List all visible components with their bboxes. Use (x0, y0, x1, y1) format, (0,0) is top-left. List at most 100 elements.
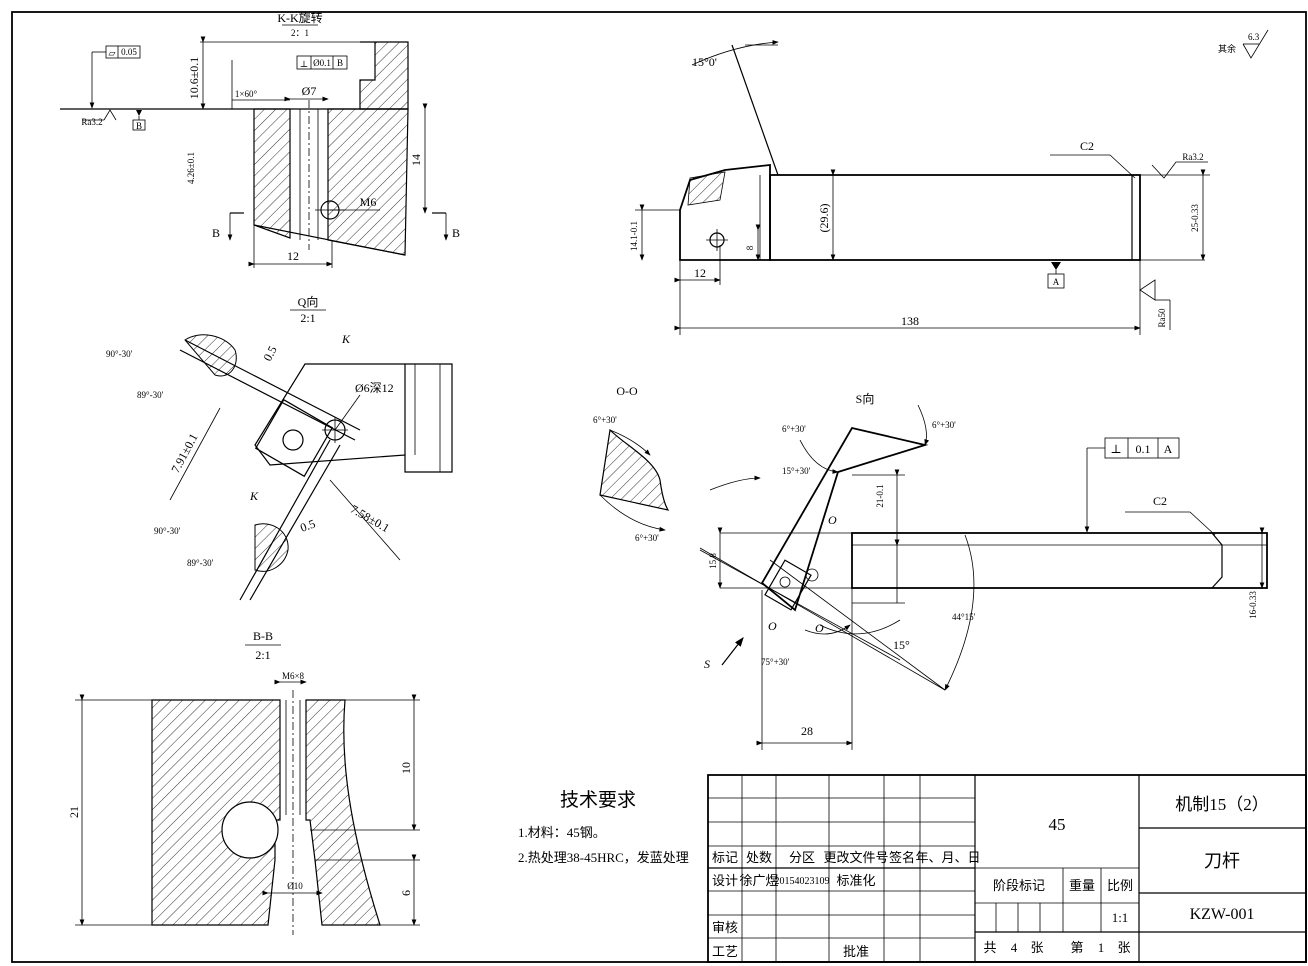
kk-dim-chamfer: 1×60° (235, 89, 258, 99)
front-dim-29: (29.6) (817, 204, 831, 233)
q-angle-4: 89°-30' (187, 558, 214, 568)
q-angle-3: 90°-30' (154, 526, 181, 536)
kk-flatness-value: 0.05 (121, 47, 137, 57)
s-fcf-datum: A (1164, 442, 1173, 456)
bb-title: B-B (253, 629, 273, 643)
kk-dim-12: 12 (287, 249, 299, 263)
tb-scale-value: 1:1 (1112, 910, 1129, 925)
s-dim-21: 21-0.1 (875, 484, 885, 507)
kk-view: K-K旋转 2：1 10.6±0.1 Ø7 1×60° 14 M6 12 4.2… (60, 10, 460, 268)
front-datum-a: A (1053, 277, 1060, 287)
kk-flatness-icon: ▱ (109, 48, 116, 58)
tb-material: 45 (1049, 815, 1066, 834)
q-angle-2: 89°-30' (137, 390, 164, 400)
s-angle-15-top: 15°+30' (782, 466, 811, 476)
bb-dim-m6: M6×8 (282, 671, 305, 681)
kk-perp-value: Ø0.1 (313, 58, 331, 68)
tb-stage-label: 阶段标记 (993, 878, 1045, 893)
front-view: 15°0' C2 Ra3.2 (29.6) 25-0.33 14.1-0.1 1… (629, 39, 1210, 335)
q-angle-1: 90°-30' (106, 349, 133, 359)
tb-header-date: 年、月、日 (915, 850, 980, 865)
sheet-border (11, 11, 1307, 963)
kk-section-b-right: B (452, 226, 460, 240)
q-scale: 2:1 (300, 311, 315, 325)
s-view: S向 6°+30' 6°+30' 15°+30' 44°15' 15° 75°+… (699, 391, 1268, 750)
q-dim-758: 7.58±0.1 (348, 502, 392, 535)
tb-this-count: 1 (1098, 940, 1105, 955)
kk-perp-datum: B (337, 58, 343, 68)
tb-this-suffix: 张 (1117, 940, 1130, 955)
front-dim-141: 14.1-0.1 (629, 221, 639, 251)
tech-requirements: 技术要求 1.材料：45钢。 2.热处理38-45HRC，发蓝处理 (518, 789, 689, 865)
bb-dim-10: 10 (399, 762, 413, 774)
tb-design-label: 设计 (712, 873, 738, 888)
s-angle-75: 75°+30' (761, 657, 790, 667)
tb-drawing-no: KZW-001 (1190, 906, 1255, 923)
tb-header-count: 处数 (746, 850, 772, 865)
tb-header-mark: 标记 (712, 850, 738, 865)
tech-req-item-1: 1.材料：45钢。 (518, 825, 606, 840)
s-title: S向 (856, 391, 875, 406)
kk-title: K-K旋转 (277, 10, 322, 25)
oo-title: O-O (616, 384, 638, 398)
tb-total-suffix: 张 (1030, 940, 1043, 955)
s-dim-158: 15.8 (708, 553, 718, 569)
tb-scale-label: 比例 (1107, 878, 1133, 893)
bb-scale: 2:1 (255, 648, 270, 662)
tb-header-doc: 更改文件号 (823, 850, 888, 865)
kk-dim-dia7: Ø7 (302, 84, 317, 98)
surface-note-value: 6.3 (1248, 32, 1260, 42)
bb-dim-dia10: Ø10 (287, 881, 303, 891)
tb-header-zone: 分区 (789, 850, 815, 865)
front-chamfer-c2: C2 (1080, 139, 1094, 153)
tb-total-prefix: 共 (983, 940, 996, 955)
tb-approve: 批准 (843, 944, 869, 959)
title-block: 标记 处数 分区 更改文件号 签名 年、月、日 设计 徐广煜 201540231… (707, 774, 1307, 963)
bb-dim-21: 21 (67, 806, 81, 818)
oo-angle-top: 6°+30' (593, 415, 617, 425)
front-dim-8: 8 (745, 245, 755, 250)
tb-total-count: 4 (1011, 940, 1018, 955)
tb-weight-label: 重量 (1069, 878, 1095, 893)
kk-scale: 2：1 (291, 28, 309, 38)
s-angle-15-bot: 15° (893, 638, 910, 652)
q-dim-05-bot: 0.5 (298, 517, 317, 535)
tb-this-prefix: 第 (1070, 940, 1083, 955)
surface-finish-note: 其余 6.3 (1218, 29, 1269, 59)
q-dim-05-top: 0.5 (260, 344, 279, 364)
front-ra50: Ra50 (1157, 308, 1167, 327)
kk-ra: Ra3.2 (81, 117, 102, 127)
q-view: Q向 2:1 Ø6深12 7.91±0.1 7.58±0.1 0.5 0.5 9… (106, 294, 453, 601)
front-dim-25: 25-0.33 (1190, 204, 1200, 232)
s-angle-6-left: 6°+30' (782, 424, 806, 434)
s-letter-o-3: O (815, 621, 824, 635)
kk-dim-m6: M6 (360, 195, 377, 209)
tb-company: 机制15（2） (1175, 795, 1269, 814)
tb-process: 工艺 (712, 944, 738, 959)
kk-dim-height: 10.6±0.1 (187, 57, 201, 100)
tb-review: 审核 (712, 920, 738, 935)
front-angle-15: 15°0' (692, 55, 717, 69)
tb-header-sign: 签名 (889, 850, 915, 865)
s-angle-44: 44°15' (952, 612, 976, 622)
kk-datum-b: B (136, 121, 142, 131)
q-title: Q向 (298, 294, 319, 309)
tech-req-title: 技术要求 (560, 789, 636, 811)
bb-view: B-B 2:1 21 M6×8 10 6 Ø10 (67, 629, 420, 935)
q-section-k-bot: K (249, 489, 259, 503)
oo-angle-bot: 6°+30' (635, 533, 659, 543)
tb-design-no: 20154023109 (775, 876, 830, 887)
tb-designer: 徐广煜 (739, 873, 778, 888)
surface-note-label: 其余 (1218, 43, 1236, 54)
s-dim-16: 16-0.33 (1248, 591, 1258, 619)
tech-req-item-2: 2.热处理38-45HRC，发蓝处理 (518, 850, 689, 865)
s-fcf-symbol: ⊥ (1110, 442, 1121, 456)
front-dim-138: 138 (901, 314, 919, 328)
s-direction-arrow-label: S (704, 657, 710, 671)
tb-part-name: 刀杆 (1204, 851, 1240, 871)
kk-dim-14: 14 (409, 154, 423, 166)
s-angle-6-right: 6°+30' (932, 420, 956, 430)
kk-dim-426: 4.26±0.1 (186, 152, 196, 184)
q-section-k-top: K (341, 332, 351, 346)
